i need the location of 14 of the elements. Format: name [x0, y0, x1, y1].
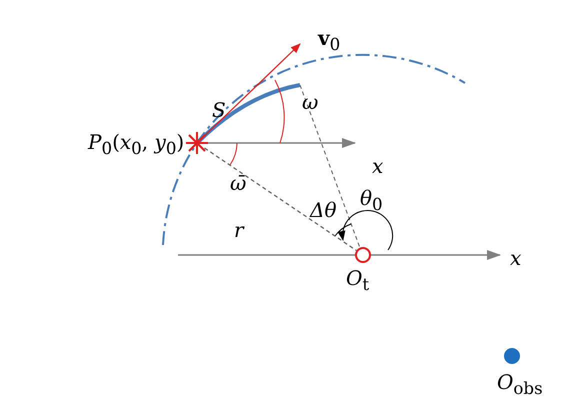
angle-label: ω — [302, 92, 318, 112]
arrow — [203, 43, 301, 138]
point-label: O$_{obs}$ — [497, 372, 543, 398]
connector-line — [204, 148, 357, 251]
edge-label: r — [234, 220, 244, 240]
angle-label: ω̄ — [230, 173, 246, 193]
axis-label: x — [510, 248, 522, 268]
arc-label: S — [212, 100, 226, 120]
vector-label: v$_{0}$ — [318, 28, 340, 54]
point-label: O$_{t}$ — [346, 268, 370, 294]
point-label: P$_{0}$(x$_{0}$, y$_{0}$) — [88, 132, 184, 158]
angle-label: Δθ — [310, 200, 336, 220]
axis-label: x — [372, 156, 384, 176]
angle-label: θ$_{0}$ — [360, 188, 383, 214]
